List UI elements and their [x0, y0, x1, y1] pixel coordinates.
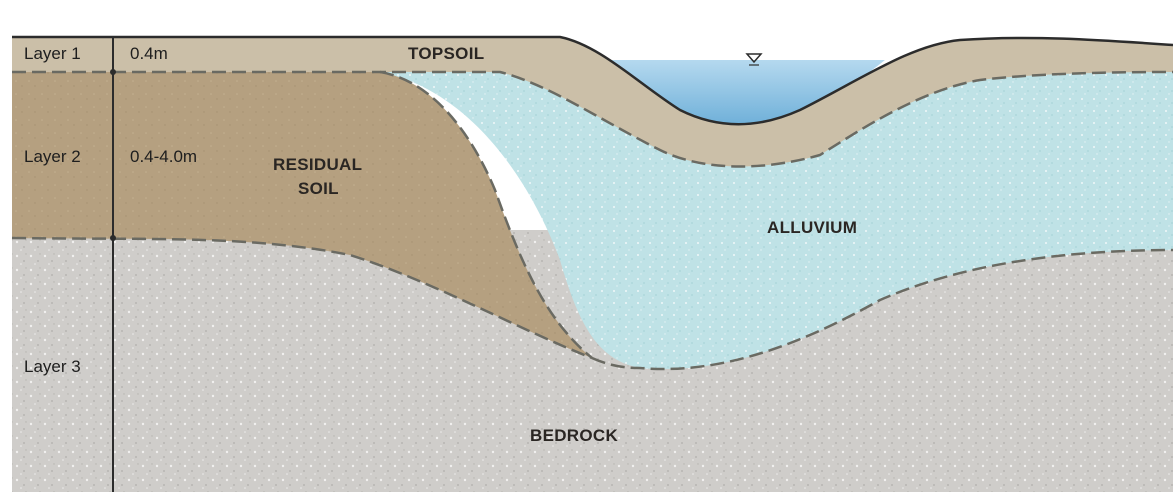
bedrock-label: BEDROCK — [530, 426, 618, 445]
layer-2-label: Layer 2 — [24, 147, 81, 166]
alluvium-label: ALLUVIUM — [767, 218, 857, 237]
layer-1-label: Layer 1 — [24, 44, 81, 63]
depth-axis-tick — [110, 235, 116, 241]
residual-soil-label-line1: RESIDUAL — [273, 155, 362, 174]
layer-3-label: Layer 3 — [24, 357, 81, 376]
layer-1-depth: 0.4m — [130, 44, 168, 63]
topsoil-label: TOPSOIL — [408, 44, 484, 63]
residual-soil-label-line2: SOIL — [298, 179, 339, 198]
layer-2-depth: 0.4-4.0m — [130, 147, 197, 166]
depth-axis-tick — [110, 69, 116, 75]
